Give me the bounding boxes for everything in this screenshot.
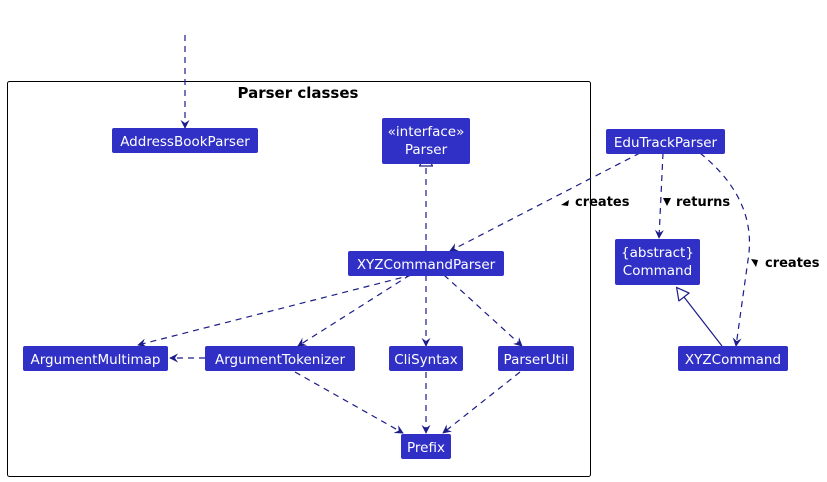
edutrackparser-class[interactable]: EduTrackParser: [606, 129, 725, 154]
xyzparser-to-argumenttokenizer-edge: [297, 274, 411, 347]
xyzparser-to-argumentmultimap-edge: [137, 274, 413, 348]
edutrackparser-box: [606, 129, 725, 154]
argumenttokenizer-class[interactable]: ArgumentTokenizer: [205, 346, 355, 371]
edutrackparser-name: EduTrackParser: [614, 135, 718, 151]
edutrack-returns-command-edge: [654, 152, 664, 239]
xyzcommandparser-name: XYZCommandParser: [357, 257, 496, 273]
creates-direction-icon: [561, 200, 569, 206]
prefix-class[interactable]: Prefix: [401, 434, 451, 459]
creates-parser-label: creates: [575, 195, 630, 210]
parser-name: Parser: [405, 142, 448, 158]
parser-interface[interactable]: «interface» Parser: [382, 118, 470, 164]
parser-classes-package: Parser classes: [7, 81, 591, 477]
returns-command-label: returns: [676, 195, 730, 210]
argumentmultimap-name: ArgumentMultimap: [31, 352, 161, 368]
xyzcommandparser-box: [348, 251, 504, 276]
addressbookparser-name: AddressBookParser: [120, 134, 250, 150]
xyzparser-to-parserutil-edge: [443, 274, 523, 347]
clisyntax-box: [389, 346, 463, 371]
clisyntax-name: CliSyntax: [394, 352, 458, 368]
prefix-box: [401, 434, 451, 459]
parser-stereotype: «interface»: [388, 124, 465, 140]
argumenttokenizer-box: [205, 346, 355, 371]
returns-direction-icon: [663, 198, 671, 206]
xyzcommand-class[interactable]: XYZCommand: [678, 346, 788, 371]
parserutil-box: [498, 346, 574, 371]
creates-command-label: creates: [765, 256, 820, 271]
extends-command-edge: [684, 297, 723, 347]
argumenttokenizer-name: ArgumentTokenizer: [215, 352, 346, 368]
argumentmultimap-class[interactable]: ArgumentMultimap: [23, 346, 168, 371]
xyzcommand-box: [678, 346, 788, 371]
package-frame: [7, 81, 591, 477]
package-title: Parser classes: [238, 84, 359, 102]
command-abstract-class[interactable]: {abstract} Command: [615, 239, 700, 285]
argumentmultimap-box: [23, 346, 168, 371]
edutrack-creates-xyzparser-edge: [449, 152, 641, 252]
command-box: [615, 239, 700, 285]
edutrack-creates-xyzcommand-edge: [699, 152, 751, 347]
parserutil-name: ParserUtil: [504, 352, 569, 368]
xyzcommandparser-class[interactable]: XYZCommandParser: [348, 251, 504, 276]
parserutil-to-prefix-edge: [442, 371, 521, 434]
parser-interface-box: [382, 118, 470, 164]
xyzcommand-name: XYZCommand: [685, 352, 781, 368]
creates-command-direction-icon: [751, 259, 758, 267]
parserutil-class[interactable]: ParserUtil: [498, 346, 574, 371]
command-stereotype: {abstract}: [621, 245, 694, 261]
addressbookparser-box: [112, 128, 258, 153]
addressbookparser-class[interactable]: AddressBookParser: [112, 128, 258, 153]
edge-labels: creates returns creates: [561, 195, 820, 271]
prefix-name: Prefix: [407, 440, 445, 456]
clisyntax-class[interactable]: CliSyntax: [389, 346, 463, 371]
command-name: Command: [623, 263, 692, 279]
edges: [137, 35, 751, 434]
argumenttokenizer-to-prefix-edge: [294, 371, 404, 434]
